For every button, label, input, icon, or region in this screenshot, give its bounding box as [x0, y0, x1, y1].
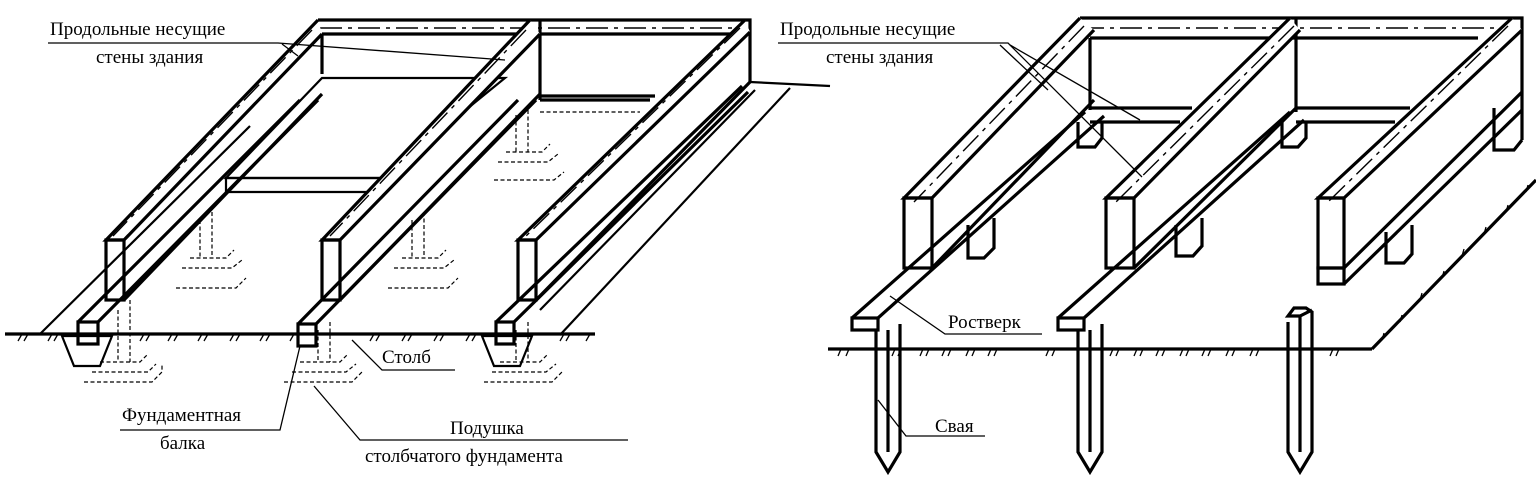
- grillage-beam-2: [1056, 110, 1306, 332]
- pile-2: [1076, 324, 1104, 476]
- longitudinal-wall-3: [514, 18, 831, 336]
- leader-lines-left: [48, 42, 628, 441]
- leader-lines-right: [778, 42, 1143, 437]
- pile-1: [874, 324, 902, 476]
- label-right-walls-line2: стены здания: [826, 47, 933, 68]
- label-beam-line1: Фундаментная: [122, 405, 241, 426]
- label-pad-line2: столбчатого фундамента: [365, 446, 564, 467]
- foundation-beam-1: [39, 98, 320, 368]
- right-wall-2: [1102, 16, 1302, 270]
- foundation-beam-2: [296, 98, 538, 348]
- label-walls-line1: Продольные несущие: [50, 19, 225, 40]
- label-right-walls-line1: Продольные несущие: [780, 19, 955, 40]
- ground-hatch-ticks: [17, 333, 591, 342]
- column-footings: [84, 110, 640, 383]
- label-walls-line2: стены здания: [96, 47, 203, 68]
- label-pad-line1: Подушка: [450, 418, 524, 439]
- left-panel-column-foundation: Продольные несущие стены здания Столб Фу…: [5, 18, 831, 467]
- pile-3: [1284, 306, 1314, 476]
- grillage-beam-1: [850, 110, 1106, 332]
- label-column: Столб: [382, 347, 431, 368]
- label-beam-line2: балка: [160, 433, 206, 454]
- right-wall-3: [1313, 16, 1524, 286]
- label-grillage: Ростверк: [948, 312, 1022, 333]
- foundation-beam-3: [480, 84, 750, 368]
- label-pile: Свая: [935, 416, 974, 437]
- right-panel-pile-foundation: Продольные несущие стены здания Ростверк…: [778, 16, 1536, 476]
